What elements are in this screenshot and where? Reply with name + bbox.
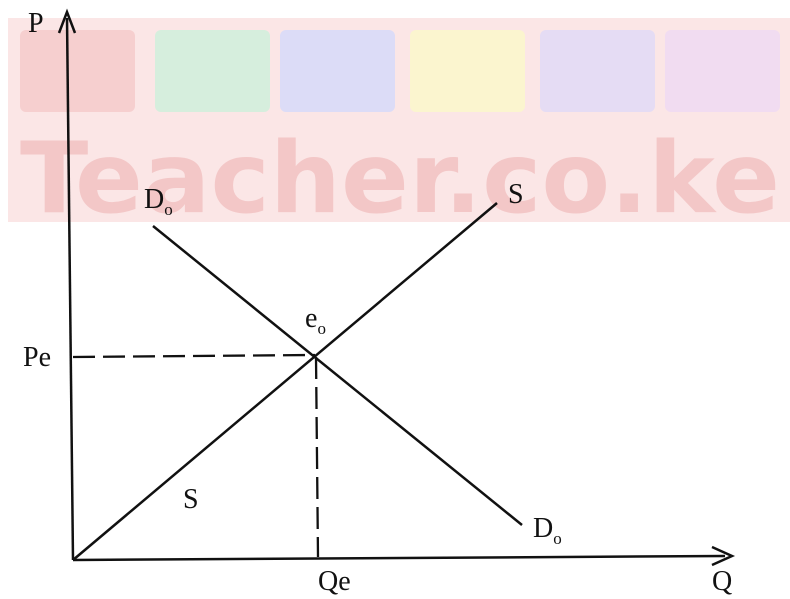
supply-label-top: S xyxy=(508,179,524,210)
watermark-boxes xyxy=(20,30,780,112)
watermark-text: Teacher.co.ke xyxy=(20,122,780,236)
demand-label-bottom-subscript: o xyxy=(553,529,562,548)
demand-label-top-letter: D xyxy=(144,184,164,215)
watermark-box xyxy=(540,30,655,112)
y-axis-line xyxy=(65,17,75,561)
demand-curve xyxy=(152,225,523,526)
demand-label-bottom: Do xyxy=(533,513,562,548)
quantity-label: Qe xyxy=(318,566,351,597)
x-axis-arrowhead xyxy=(711,545,736,567)
demand-label-top-subscript: o xyxy=(164,200,173,219)
supply-curve xyxy=(72,202,498,561)
watermark-band xyxy=(8,18,790,222)
equilibrium-label-letter: e xyxy=(305,303,317,334)
demand-label-bottom-letter: D xyxy=(533,513,553,544)
watermark-box xyxy=(665,30,780,112)
watermark-box xyxy=(410,30,525,112)
watermark-box xyxy=(155,30,270,112)
watermark-box xyxy=(20,30,135,112)
equilibrium-label-subscript: o xyxy=(317,319,326,338)
y-axis-arrowhead xyxy=(57,8,77,34)
x-axis-label: Q xyxy=(712,566,732,597)
axes xyxy=(57,8,736,567)
y-axis-label: P xyxy=(28,8,44,39)
equilibrium-label: eo xyxy=(305,303,326,338)
watermark: Teacher.co.ke xyxy=(8,18,790,236)
quantity-guide-line xyxy=(314,356,320,558)
x-axis-line xyxy=(72,554,726,562)
price-label: Pe xyxy=(23,342,51,373)
price-guide-line xyxy=(72,353,316,359)
demand-label-top: Do xyxy=(144,184,173,219)
supply-label-lower: S xyxy=(183,484,199,515)
watermark-box xyxy=(280,30,395,112)
